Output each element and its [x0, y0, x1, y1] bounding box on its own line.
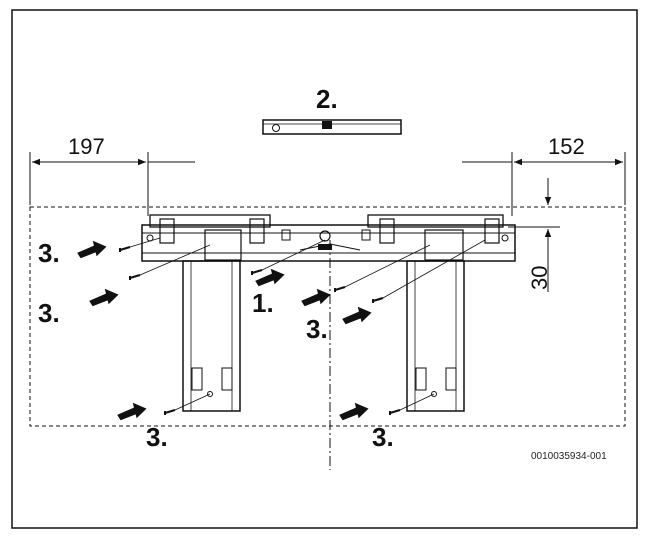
screw-icon [118, 245, 402, 417]
figure-border [11, 9, 638, 529]
arrow-icon [75, 237, 374, 423]
step-3-label-c: 3. [306, 314, 328, 344]
mounting-bracket-left [182, 260, 241, 412]
spirit-level-icon [262, 119, 402, 135]
dimension-vertical-label: 30 [527, 266, 552, 290]
step-3-label-a: 3. [38, 238, 60, 268]
mounting-bracket-right [406, 260, 465, 412]
mounting-bracket-icon [141, 214, 516, 262]
step-3-label-d: 3. [146, 422, 168, 452]
dimension-right-label: 152 [548, 134, 585, 159]
step-1-label: 1. [252, 288, 274, 318]
step-3-label-e: 3. [372, 422, 394, 452]
dimension-left [29, 152, 195, 216]
reference-number: 0010035934-001 [531, 451, 607, 462]
appliance-outline [29, 206, 626, 427]
leader-lines [129, 237, 486, 411]
step-3-label-b: 3. [38, 298, 60, 328]
dimension-right [462, 152, 626, 216]
dimension-vertical [508, 178, 560, 292]
step-2-label: 2. [316, 84, 338, 114]
dimension-left-label: 197 [68, 134, 105, 159]
